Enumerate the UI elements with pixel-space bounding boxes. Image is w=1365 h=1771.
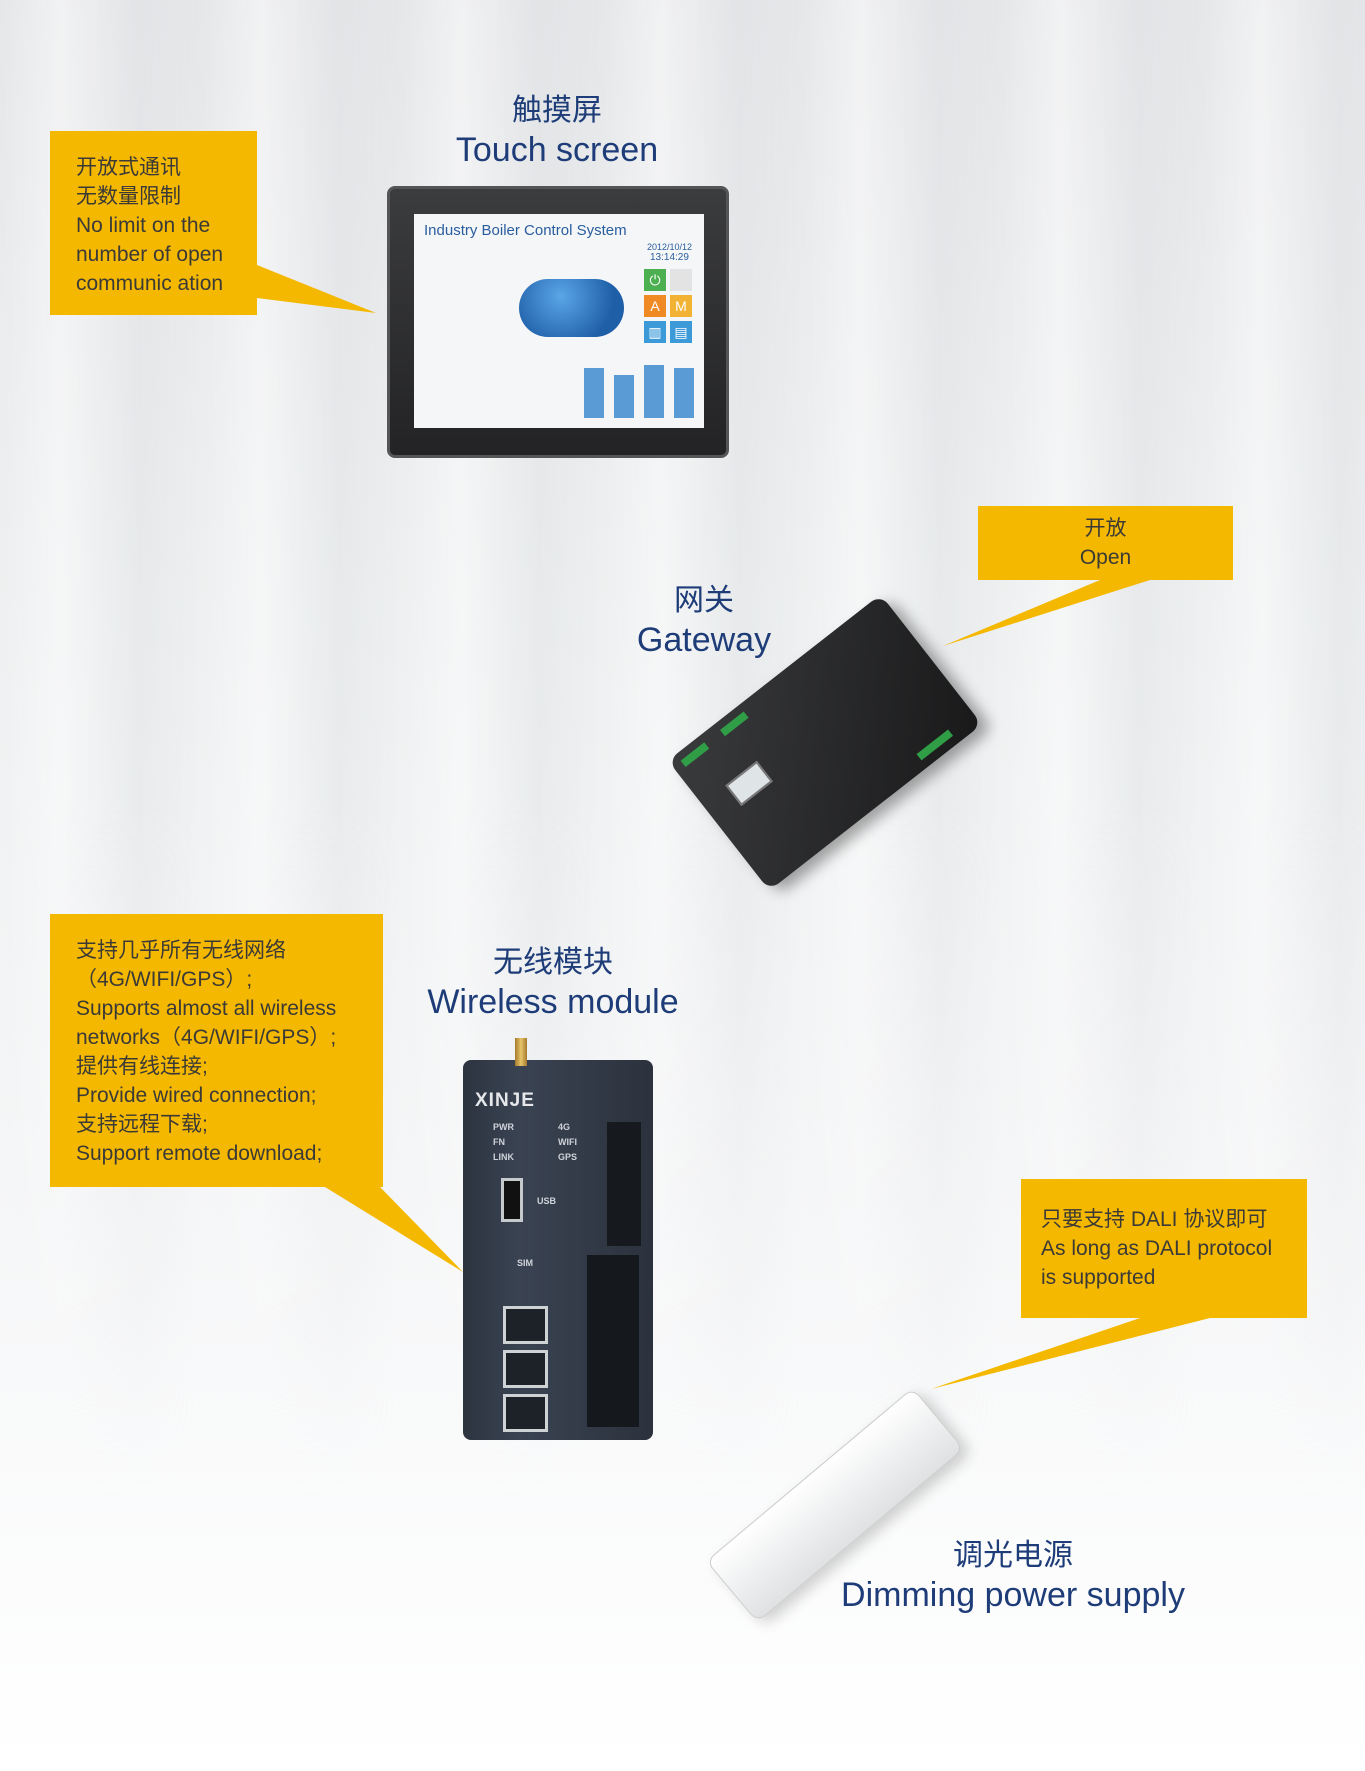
terminal-block xyxy=(607,1122,641,1246)
level-bar xyxy=(584,368,604,418)
gateway-lcd xyxy=(725,760,773,806)
com-port xyxy=(587,1255,639,1427)
callout-line: networks（4G/WIFI/GPS）; xyxy=(76,1026,337,1049)
manual-tile-icon: M xyxy=(670,295,692,317)
callout-line: No limit on the xyxy=(76,214,211,237)
terminal-block xyxy=(680,742,710,768)
boiler-graphic xyxy=(519,279,624,337)
callout-line: is supported xyxy=(1041,1266,1156,1289)
callout-line: Supports almost all wireless xyxy=(76,997,337,1020)
callout-line: 开放式通讯 xyxy=(76,156,181,179)
level-bar xyxy=(674,368,694,418)
blank-tile xyxy=(670,269,692,291)
led-label: WIFI xyxy=(558,1137,577,1147)
title-zh: 网关 xyxy=(674,583,734,618)
wireless-module-callout: 支持几乎所有无线网络 （4G/WIFI/GPS）; Supports almos… xyxy=(50,914,383,1187)
auto-tile-icon: A xyxy=(644,295,666,317)
usb-label: USB xyxy=(537,1196,557,1206)
antenna-connector xyxy=(515,1038,527,1066)
callout-line: 无数量限制 xyxy=(76,185,181,208)
gateway-callout: 开放 Open xyxy=(978,506,1233,580)
sim-label: SIM xyxy=(517,1258,534,1268)
ethernet-port xyxy=(503,1350,548,1388)
title-en: Gateway xyxy=(636,621,772,659)
list-icon: ▤ xyxy=(670,321,692,343)
callout-line: As long as DALI protocol xyxy=(1041,1237,1273,1260)
level-bar xyxy=(614,374,634,418)
callout-line: Provide wired connection; xyxy=(76,1084,317,1107)
hmi-screen: Industry Boiler Control System 2012/10/1… xyxy=(414,214,704,428)
touch-screen-callout: 开放式通讯 无数量限制 No limit on the number of op… xyxy=(50,131,257,315)
callout-line: （4G/WIFI/GPS）; xyxy=(76,968,253,991)
wireless-module-title: 无线模块 Wireless module xyxy=(427,944,678,1022)
brand-logo: XINJE xyxy=(475,1090,535,1111)
dimming-power-title: 调光电源 Dimming power supply xyxy=(841,1537,1185,1615)
ethernet-port xyxy=(503,1306,548,1344)
led-label: GPS xyxy=(558,1152,578,1162)
callout-line: 只要支持 DALI 协议即可 xyxy=(1041,1208,1268,1231)
power-icon: ⏻ xyxy=(644,269,666,291)
led-label: 4G xyxy=(558,1122,571,1132)
hmi-time: 13:14:29 xyxy=(650,252,689,263)
title-en: Wireless module xyxy=(427,983,679,1021)
hmi-title: Industry Boiler Control System xyxy=(424,222,627,239)
dimming-power-callout: 只要支持 DALI 协议即可 As long as DALI protocol … xyxy=(1021,1179,1307,1318)
usb-port xyxy=(501,1178,523,1222)
gateway-title: 网关 Gateway xyxy=(637,582,771,660)
callout-line: 开放 xyxy=(1084,517,1127,540)
title-zh: 无线模块 xyxy=(493,945,613,980)
callout-line: number of open xyxy=(76,243,224,266)
hmi-date: 2012/10/12 xyxy=(646,242,692,252)
callout-line: 支持几乎所有无线网络 xyxy=(76,939,286,962)
callout-line: 提供有线连接; xyxy=(76,1055,208,1078)
touch-screen-device-image: Industry Boiler Control System 2012/10/1… xyxy=(387,186,729,458)
wireless-module-device-image: XINJE PWR FN LINK 4G WIFI GPS USB SIM xyxy=(463,1038,653,1440)
led-label: LINK xyxy=(493,1152,514,1162)
callout-line: communic ation xyxy=(76,272,224,295)
chart-icon: ▥ xyxy=(644,321,666,343)
led-label: FN xyxy=(493,1137,505,1147)
title-zh: 调光电源 xyxy=(953,1538,1073,1573)
title-en: Touch screen xyxy=(455,131,659,169)
callout-line: Support remote download; xyxy=(76,1142,323,1165)
level-bar xyxy=(644,365,664,418)
ethernet-port xyxy=(503,1394,548,1432)
callout-line: 支持远程下载; xyxy=(76,1113,208,1136)
touch-screen-title: 触摸屏 Touch screen xyxy=(456,92,658,170)
title-en: Dimming power supply xyxy=(841,1576,1185,1614)
hmi-level-bars xyxy=(584,356,694,418)
callout-line: Open xyxy=(1079,546,1132,569)
led-label: PWR xyxy=(493,1122,514,1132)
title-zh: 触摸屏 xyxy=(511,93,602,128)
terminal-block xyxy=(720,711,749,737)
